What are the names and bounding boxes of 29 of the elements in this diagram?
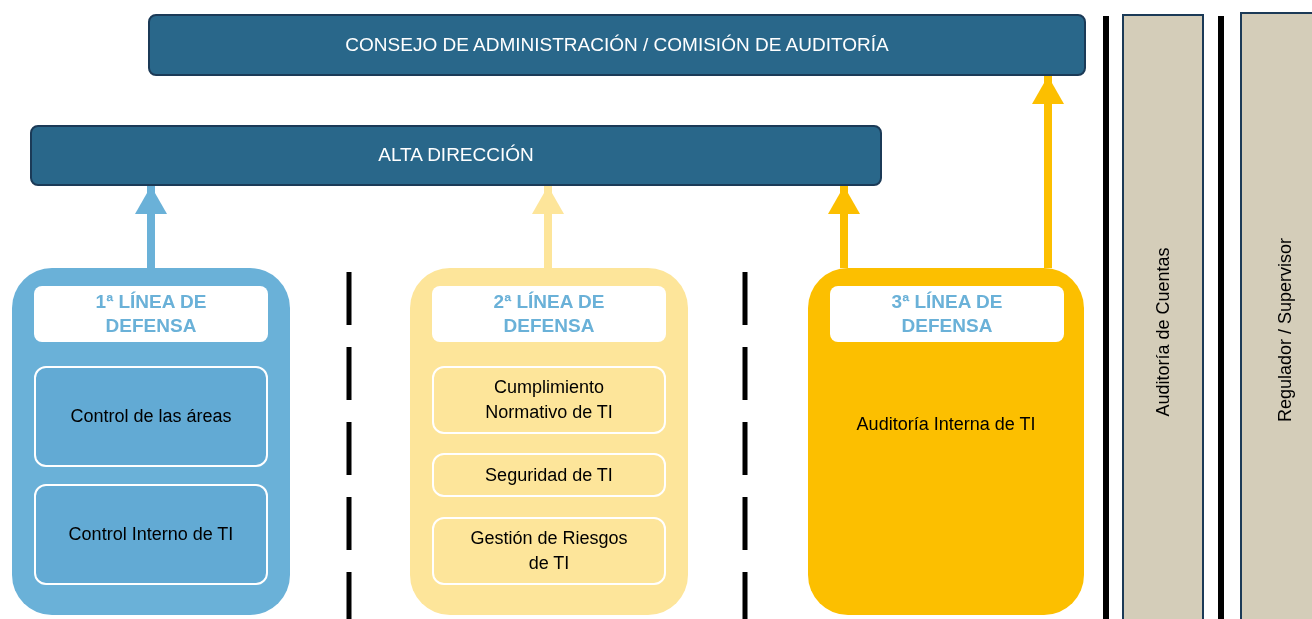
panel-heading: 3ª LÍNEA DE DEFENSA: [830, 286, 1064, 342]
governance-bar: [148, 14, 1086, 76]
function-box: [34, 484, 268, 585]
defense-line-panel: [410, 268, 688, 615]
defense-line-panel: [808, 268, 1084, 615]
function-box: [432, 517, 666, 585]
bar-title: ALTA DIRECCIÓN: [378, 143, 534, 168]
box-text: Cumplimiento Normativo de TI: [484, 376, 614, 424]
box-text: Control Interno de TI: [68, 523, 234, 546]
band-text: Regulador / Supervisor: [1273, 237, 1296, 423]
function-box: [34, 366, 268, 467]
band-text: Auditoría de Cuentas: [1151, 247, 1174, 417]
arrow: [135, 186, 167, 268]
external-band: [1240, 12, 1312, 619]
panel-heading: 2ª LÍNEA DE DEFENSA: [432, 286, 666, 342]
panel-heading: 1ª LÍNEA DE DEFENSA: [34, 286, 268, 342]
bar-title: CONSEJO DE ADMINISTRACIÓN / COMISIÓN DE AUDITORÍA: [345, 32, 889, 57]
function-box: [432, 366, 666, 434]
arrow: [532, 186, 564, 268]
arrow: [828, 186, 860, 268]
external-band: [1122, 14, 1204, 619]
panel-text: Auditoría Interna de TI: [855, 413, 1037, 436]
box-text: Gestión de Riesgos de TI: [469, 527, 629, 575]
governance-bar: [30, 125, 882, 186]
defense-line-panel: [12, 268, 290, 615]
function-box: [432, 453, 666, 497]
box-text: Seguridad de TI: [485, 463, 613, 487]
box-text: Control de las áreas: [70, 405, 232, 428]
arrow: [1032, 76, 1064, 268]
